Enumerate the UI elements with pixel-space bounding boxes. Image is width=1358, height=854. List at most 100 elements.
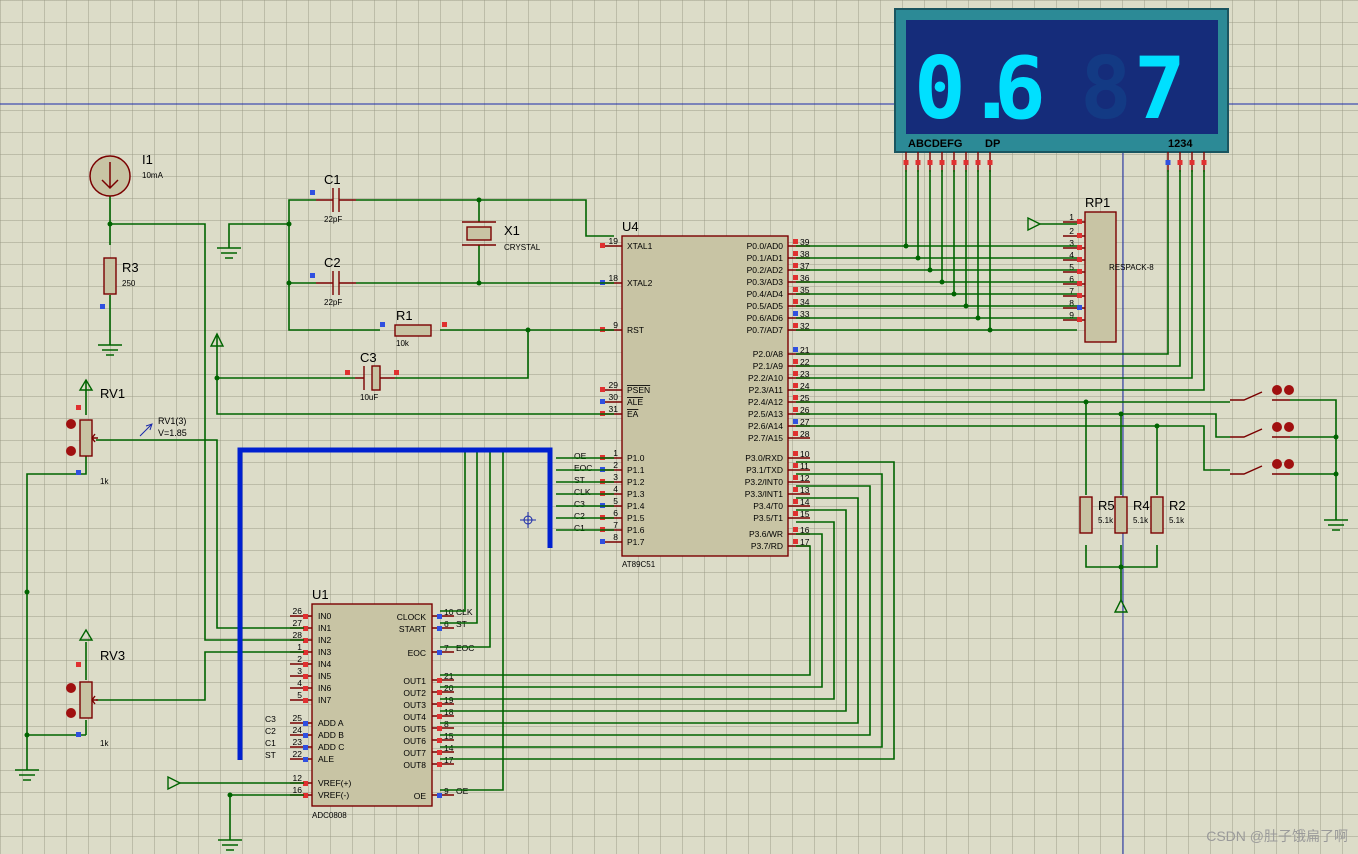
u1-pin-marker [303, 686, 308, 691]
u1-pin-label: OUT6 [403, 736, 426, 746]
u1-net-label: C3 [265, 714, 276, 724]
rp1-part: RESPACK-8 [1109, 263, 1154, 272]
r1-resistor[interactable]: R1 10k [380, 308, 447, 348]
u4-ref: U4 [622, 219, 639, 234]
rp1-ref: RP1 [1085, 195, 1110, 210]
u1-pin-marker [303, 793, 308, 798]
u1-pin-number: 9 [444, 786, 449, 796]
r5-resistor[interactable]: R5 5.1k [1079, 496, 1115, 534]
c3-capacitor[interactable]: C3 10uF [345, 350, 399, 402]
x1-ref: X1 [504, 223, 520, 238]
u4-pin-label: P0.6/AD6 [747, 313, 784, 323]
rp1-pin-number: 4 [1069, 250, 1074, 260]
push-button-3[interactable] [1230, 459, 1294, 475]
rp1-pin-marker [1077, 293, 1082, 298]
u1-pin-number: 17 [444, 755, 454, 765]
u1-pin-label: IN3 [318, 647, 332, 657]
c3-ref: C3 [360, 350, 377, 365]
r3-ref: R3 [122, 260, 139, 275]
push-button-1[interactable] [1230, 385, 1294, 401]
push-button-2[interactable] [1230, 422, 1294, 438]
rv3-ref: RV3 [100, 648, 125, 663]
u4-pin-label: EA [627, 409, 639, 419]
u4-pin-marker [793, 275, 798, 280]
u1-pin-label: IN4 [318, 659, 332, 669]
ground-symbol-vref [218, 839, 242, 851]
seven-segment-display[interactable]: 0 . 6 8 7 6 ABCDEFG DP 1234 [894, 8, 1229, 153]
rv3-potentiometer[interactable]: RV3 1k [66, 628, 125, 748]
u1-net-label: CLK [456, 607, 473, 617]
u4-pin-number: 34 [800, 297, 810, 307]
u4-pin-number: 11 [800, 461, 809, 471]
r2-ref: R2 [1169, 498, 1186, 513]
u4-pin-label: P0.3/AD3 [747, 277, 784, 287]
r4-resistor[interactable]: R4 5.1k [1114, 496, 1150, 534]
rv1-ref: RV1 [100, 386, 125, 401]
r2-resistor[interactable]: R2 5.1k [1150, 496, 1186, 534]
watermark: CSDN @肚子饿扁了啊 [1206, 828, 1348, 844]
rv1-potentiometer[interactable]: RV1 1k RV1(3) V=1.85 [66, 378, 187, 486]
ground-symbol-osc [217, 247, 241, 259]
c2-capacitor[interactable]: C2 22pF [310, 255, 356, 307]
u1-pin-label: OUT1 [403, 676, 426, 686]
display-pin-marker [1177, 160, 1183, 165]
u1-pin-marker [437, 750, 442, 755]
u4-pin-number: 30 [609, 392, 619, 402]
u1-net-label: C2 [265, 726, 276, 736]
rp1-pin-marker [1077, 305, 1082, 310]
i1-val: 10mA [142, 171, 164, 180]
rp1-pin-number: 9 [1069, 310, 1074, 320]
u1-pin-marker [303, 638, 308, 643]
ground-symbol-r3 [98, 344, 122, 356]
x1-crystal[interactable]: X1 CRYSTAL [462, 221, 541, 252]
u1-part: ADC0808 [312, 811, 347, 820]
u4-net-label: EOC [574, 463, 592, 473]
c2-ref: C2 [324, 255, 341, 270]
u4-pin-number: 1 [613, 448, 618, 458]
u1-pin-marker [303, 614, 308, 619]
rp1-pin-marker [1077, 219, 1082, 224]
i1-current-source[interactable]: I1 10mA [89, 152, 164, 197]
r1-ref: R1 [396, 308, 413, 323]
rp1-pin-marker [1077, 317, 1082, 322]
u4-pin-number: 3 [613, 472, 618, 482]
u4-pin-number: 31 [609, 404, 619, 414]
u1-pin-label: IN1 [318, 623, 332, 633]
u4-pin-number: 15 [800, 509, 810, 519]
u1-pin-marker [437, 762, 442, 767]
display-pin-marker [1201, 160, 1207, 165]
u4-pin-marker [793, 463, 798, 468]
x1-val: CRYSTAL [504, 243, 541, 252]
rp1-pin-number: 3 [1069, 238, 1074, 248]
u1-pin-number: 2 [297, 654, 302, 664]
u4-part: AT89C51 [622, 560, 656, 569]
u1-pin-label: IN2 [318, 635, 332, 645]
u4-pin-number: 7 [613, 520, 618, 530]
r3-resistor[interactable]: R3 250 [100, 257, 139, 309]
u4-pin-label: RST [627, 325, 644, 335]
u4-pin-marker [793, 451, 798, 456]
u1-pin-marker [437, 738, 442, 743]
u4-pin-label: P1.2 [627, 477, 645, 487]
rp1-pin-marker [1077, 269, 1082, 274]
u4-pin-label: P3.1/TXD [746, 465, 783, 475]
u4-pin-marker [600, 539, 605, 544]
u4-net-label: C2 [574, 511, 585, 521]
u4-pin-marker [600, 243, 605, 248]
u1-pin-label: VREF(+) [318, 778, 351, 788]
u1-pin-number: 23 [293, 737, 303, 747]
u1-pin-label: IN0 [318, 611, 332, 621]
u4-right-pins: 39P0.0/AD038P0.1/AD137P0.2/AD236P0.3/AD3… [745, 237, 810, 551]
u4-pin-number: 14 [800, 497, 810, 507]
data-bus [237, 447, 553, 760]
c1-capacitor[interactable]: C1 22pF [310, 172, 356, 224]
rv3-val: 1k [100, 739, 109, 748]
r4-val: 5.1k [1133, 516, 1149, 525]
u4-pin-number: 29 [609, 380, 619, 390]
r5-ref: R5 [1098, 498, 1115, 513]
